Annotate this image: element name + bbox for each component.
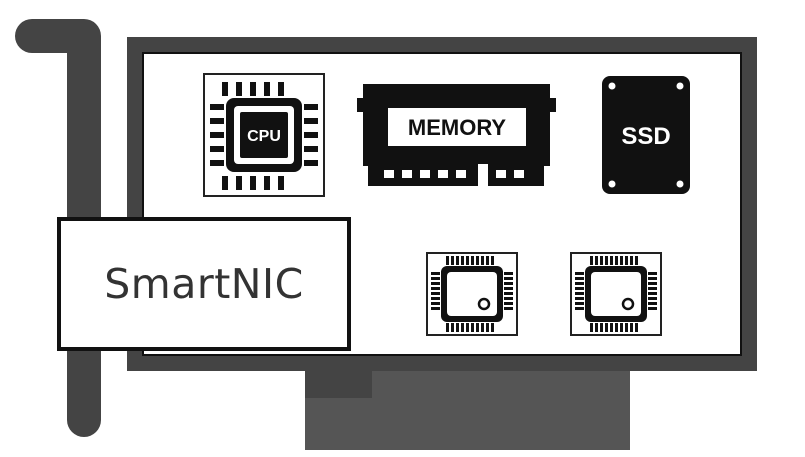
ssd-label: SSD bbox=[621, 123, 670, 150]
smartnic-label-box: SmartNIC bbox=[57, 217, 351, 351]
microchip-icon bbox=[426, 252, 518, 336]
cpu-chip-icon: CPU bbox=[203, 73, 325, 197]
microchip-icon bbox=[570, 252, 662, 336]
memory-label: MEMORY bbox=[408, 115, 507, 140]
cpu-label: CPU bbox=[247, 128, 281, 145]
ssd-drive-icon: SSD bbox=[602, 76, 690, 194]
pcie-edge-connector bbox=[305, 360, 630, 450]
memory-module-icon: MEMORY bbox=[357, 84, 556, 188]
smartnic-label: SmartNIC bbox=[104, 260, 304, 308]
